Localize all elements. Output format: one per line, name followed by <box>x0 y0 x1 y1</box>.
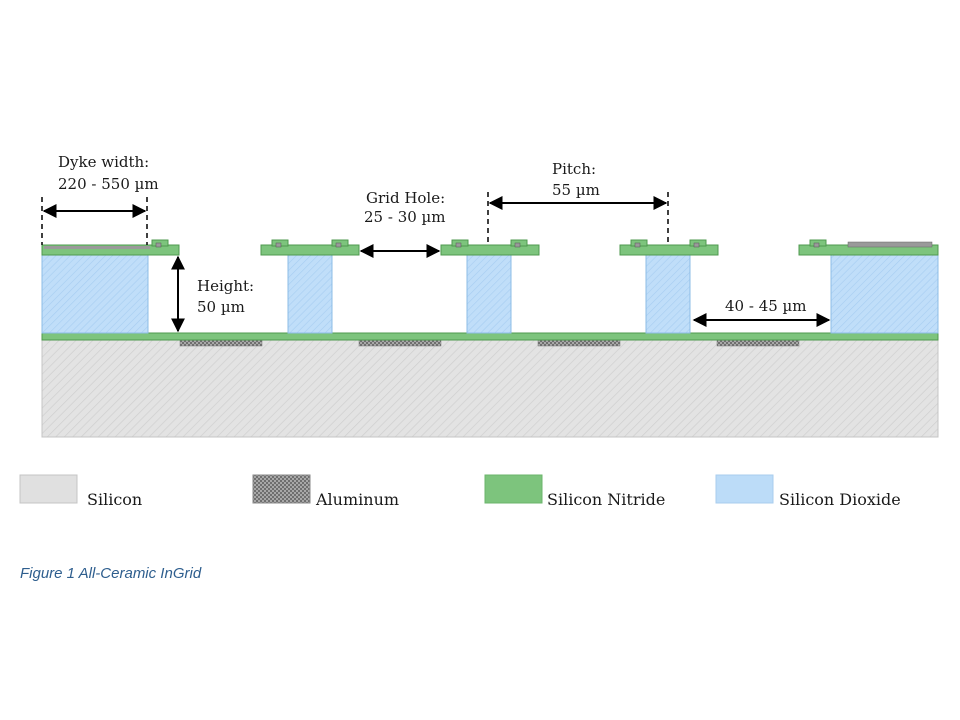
legend-label-silicon-nitride: Silicon Nitride <box>547 490 665 509</box>
left-dyke-oxide <box>41 254 149 334</box>
oxide-pillar <box>287 254 333 334</box>
pitch-value: 55 µm <box>552 181 600 199</box>
grid-segment <box>619 239 719 256</box>
grid-segment-right-dyke <box>798 239 939 256</box>
height-label: Height: <box>197 277 254 295</box>
legend-label-silicon: Silicon <box>87 490 142 509</box>
oxide-pillars <box>41 254 939 334</box>
silicon-substrate <box>41 339 939 438</box>
height-value: 50 µm <box>197 298 245 316</box>
grid-segment <box>440 239 540 256</box>
right-dyke-oxide <box>830 254 939 334</box>
annotations: Dyke width: 220 - 550 µm Grid Hole: 25 -… <box>58 153 807 316</box>
grid-segment-left-dyke <box>41 239 180 256</box>
aluminum-pad <box>716 339 800 347</box>
legend-swatch-aluminum <box>252 474 311 504</box>
dyke-width-value: 220 - 550 µm <box>58 175 159 193</box>
oxide-pillar <box>645 254 691 334</box>
grid-hole-label: Grid Hole: <box>366 189 445 207</box>
legend-label-aluminum: Aluminum <box>315 490 399 509</box>
dyke-width-label: Dyke width: <box>58 153 149 171</box>
grid-segments <box>41 239 939 256</box>
legend-swatch-silicon-nitride <box>484 474 543 504</box>
gap-label: 40 - 45 µm <box>725 297 807 315</box>
legend-label-silicon-dioxide: Silicon Dioxide <box>779 490 901 509</box>
aluminum-pad <box>537 339 621 347</box>
legend-swatch-silicon <box>19 474 78 504</box>
oxide-pillar <box>466 254 512 334</box>
legend: Silicon Aluminum Silicon Nitride Silicon… <box>19 474 901 509</box>
bottom-nitride-layer <box>41 332 939 341</box>
figure-caption: Figure 1 All-Ceramic InGrid <box>20 565 202 582</box>
pitch-label: Pitch: <box>552 160 596 178</box>
legend-swatch-silicon-dioxide <box>715 474 774 504</box>
dimension-lines <box>41 192 831 333</box>
grid-hole-value: 25 - 30 µm <box>364 208 446 226</box>
grid-segment <box>260 239 360 256</box>
aluminum-pad <box>179 339 263 347</box>
aluminum-pad <box>358 339 442 347</box>
